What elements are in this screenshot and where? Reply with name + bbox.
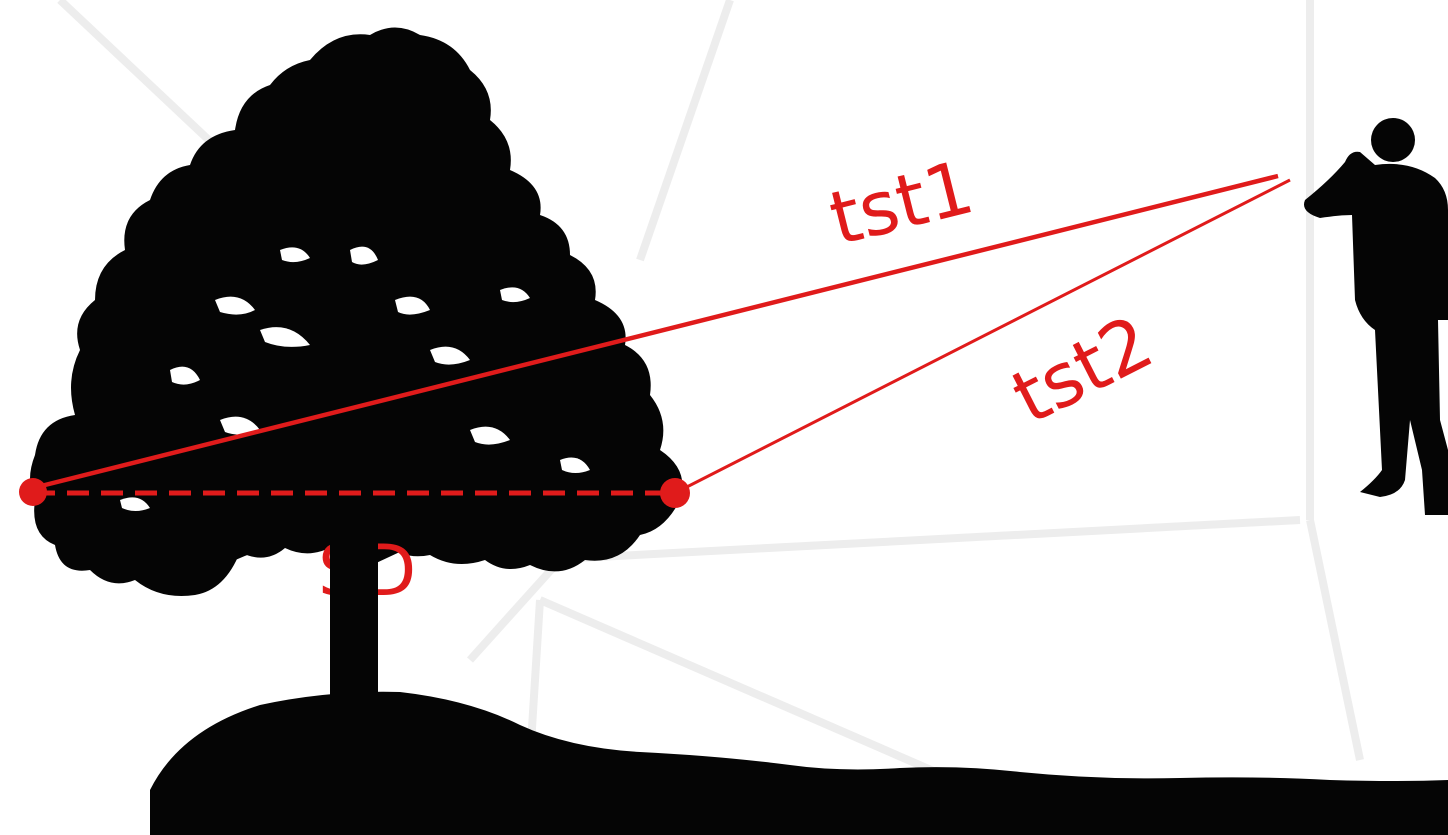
tst1-line	[32, 173, 1279, 491]
measurement-lines	[32, 173, 1291, 496]
tree-canopy-gaps	[120, 246, 590, 511]
tst2-label: tst2	[999, 299, 1166, 441]
right-measurement-point	[660, 478, 690, 508]
ground-icon	[150, 691, 1448, 835]
tree-canopy	[30, 27, 683, 596]
left-measurement-point	[19, 478, 47, 506]
observer-body	[1304, 151, 1448, 515]
observer-icon	[1304, 118, 1448, 515]
tst2-line	[674, 178, 1291, 495]
faint-background-lines	[57, 0, 1364, 804]
observer-head	[1371, 118, 1415, 162]
tree-trunk-overlay	[330, 500, 378, 720]
tst1-label: tst1	[822, 144, 982, 262]
